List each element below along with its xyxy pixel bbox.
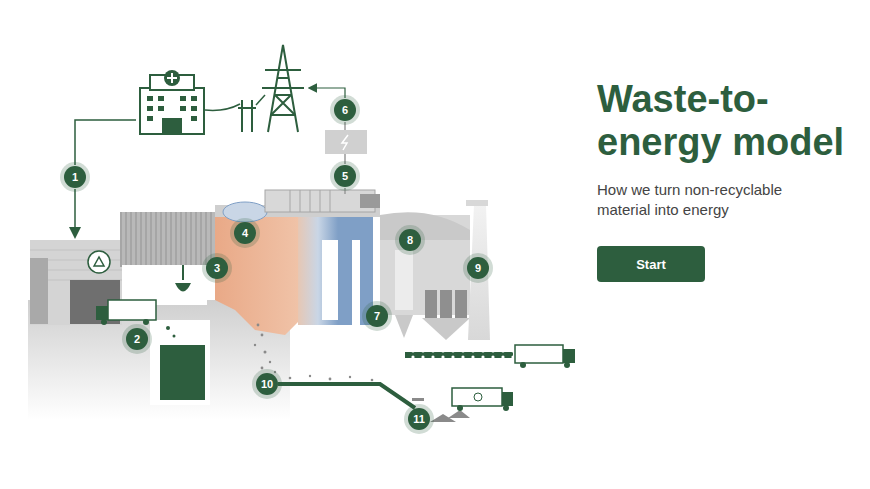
callout-text: 3 [214, 263, 220, 274]
callout-number: 5 [334, 165, 356, 187]
callout-text: 2 [134, 334, 140, 345]
callout-number: 4 [234, 222, 256, 244]
callout-number: 6 [334, 99, 356, 121]
callout-number: 10 [256, 373, 278, 395]
callout-text: 4 [242, 228, 248, 239]
callout-text: 6 [342, 105, 348, 116]
caption: How we turn non-recyclable material into… [597, 180, 827, 220]
callout-text: 7 [374, 311, 380, 322]
callout-number: 11 [408, 408, 430, 430]
callout-number: 2 [126, 328, 148, 350]
callout-text: 1 [72, 172, 78, 183]
title: Waste-to-energy model [597, 78, 847, 164]
callout-text: 8 [407, 235, 413, 246]
start-button: Start [597, 246, 705, 282]
callout-number: 3 [206, 257, 228, 279]
callout-text: 10 [261, 379, 273, 390]
callout-text: 5 [342, 171, 348, 182]
callout-text: 11 [413, 414, 425, 425]
button-label: Start [636, 257, 666, 272]
callout-text: 9 [475, 263, 481, 274]
callout-number: 8 [399, 229, 421, 251]
callout-number: 1 [64, 166, 86, 188]
callout-number: 9 [467, 257, 489, 279]
callout-number: 7 [366, 305, 388, 327]
